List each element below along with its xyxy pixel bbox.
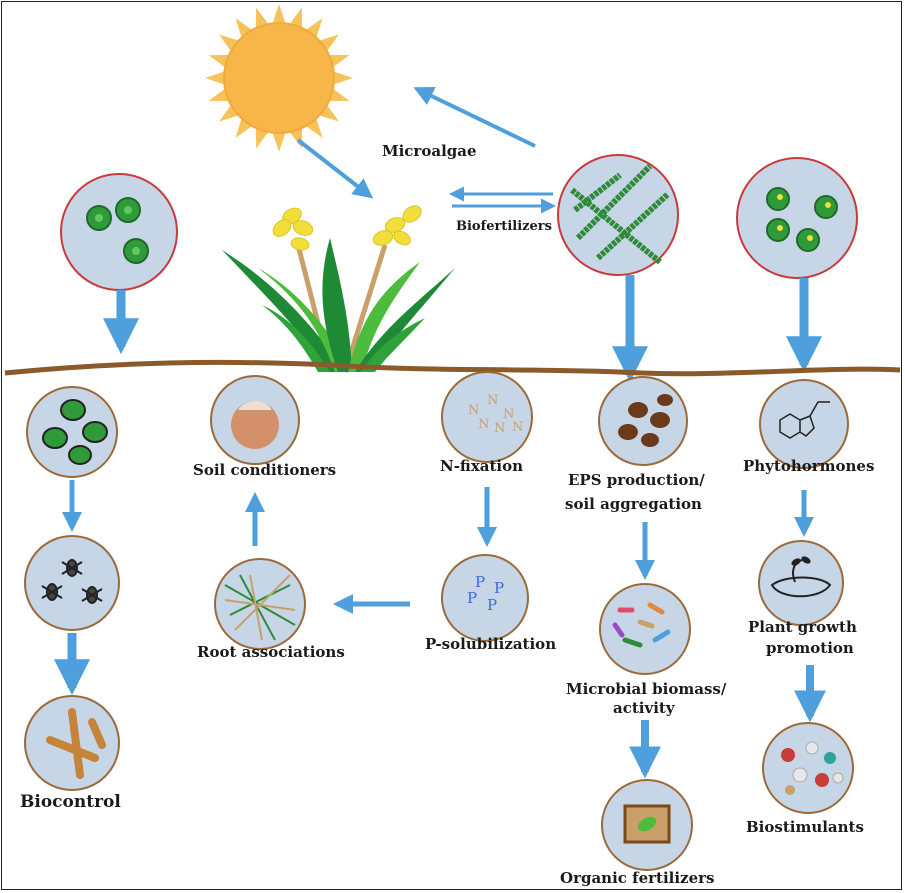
n-symbol: N bbox=[487, 393, 498, 408]
microalgae-label: Microalgae bbox=[382, 142, 477, 160]
p-solubilization-label: P-solubilization bbox=[425, 635, 557, 653]
soil-aggregation-label: soil aggregation bbox=[565, 495, 702, 513]
microbial-activity-label: activity bbox=[613, 699, 675, 717]
sun-ray bbox=[290, 129, 303, 149]
sun-ray bbox=[334, 71, 353, 85]
sun-ray bbox=[255, 129, 268, 149]
promotion-label: promotion bbox=[766, 639, 854, 657]
phytohormone-molecule-icon bbox=[759, 379, 849, 469]
n-fixation-icon bbox=[441, 371, 533, 463]
biofertilizers-label: Biofertilizers bbox=[456, 219, 552, 234]
pathogen-cells-icon bbox=[26, 386, 118, 478]
biocontrol-label: Biocontrol bbox=[20, 792, 121, 812]
biocontrol-agent-icon bbox=[24, 695, 120, 791]
sun-ray bbox=[272, 133, 286, 152]
p-symbol: P bbox=[487, 596, 497, 614]
microbial-biomass-icon bbox=[599, 583, 691, 675]
eps-production-label: EPS production/ bbox=[568, 471, 705, 489]
p-symbol: P bbox=[494, 579, 504, 597]
soil-conditioners-label: Soil conditioners bbox=[193, 461, 337, 479]
microbial-biomass-label: Microbial biomass/ bbox=[566, 680, 727, 698]
arrow-sun-to-plant bbox=[296, 138, 374, 199]
n-symbol: N bbox=[512, 420, 523, 435]
sun-ray bbox=[208, 89, 228, 102]
organic-fertilizer-icon bbox=[601, 779, 693, 871]
biocontrol-cells-icon bbox=[60, 173, 178, 291]
soil-conditioner-icon bbox=[210, 375, 300, 465]
filamentous-microalgae-icon bbox=[557, 154, 679, 276]
sun-ray bbox=[255, 7, 268, 27]
n-symbols: N N N N N N bbox=[468, 393, 523, 436]
sun-ray bbox=[205, 71, 224, 85]
biostimulants-pills-icon bbox=[762, 722, 854, 814]
n-symbol: N bbox=[503, 407, 514, 422]
sun-ray bbox=[290, 7, 303, 27]
arrow-microalgae-to-sun bbox=[413, 86, 536, 148]
seedling-icon bbox=[758, 540, 844, 626]
organic-fertilizers-label: Organic fertilizers bbox=[560, 869, 715, 887]
phytohormones-label: Phytohormones bbox=[743, 457, 875, 475]
root-associations-icon bbox=[214, 558, 306, 650]
p-symbol: P bbox=[475, 573, 485, 591]
insect-pests-icon bbox=[24, 535, 120, 631]
sun-ray bbox=[208, 54, 228, 67]
soil-line bbox=[4, 359, 901, 377]
p-symbol: P bbox=[467, 589, 477, 607]
p-symbols: P P P P bbox=[467, 573, 504, 614]
n-symbol: N bbox=[468, 403, 479, 418]
p-solubilization-icon bbox=[441, 554, 529, 642]
sun-icon bbox=[205, 4, 353, 152]
n-symbol: N bbox=[478, 417, 489, 432]
plant-icon bbox=[222, 205, 455, 373]
n-fixation-label: N-fixation bbox=[440, 457, 524, 475]
root-associations-label: Root associations bbox=[197, 643, 345, 661]
sun-ray bbox=[330, 54, 350, 67]
n-symbol: N bbox=[494, 421, 505, 436]
sun-ray bbox=[330, 89, 350, 102]
plant-growth-label: Plant growth bbox=[748, 618, 857, 636]
sun-ray bbox=[272, 4, 286, 23]
unicellular-microalgae-icon bbox=[736, 157, 858, 279]
eps-production-icon bbox=[598, 376, 688, 466]
biostimulants-label: Biostimulants bbox=[746, 818, 864, 836]
